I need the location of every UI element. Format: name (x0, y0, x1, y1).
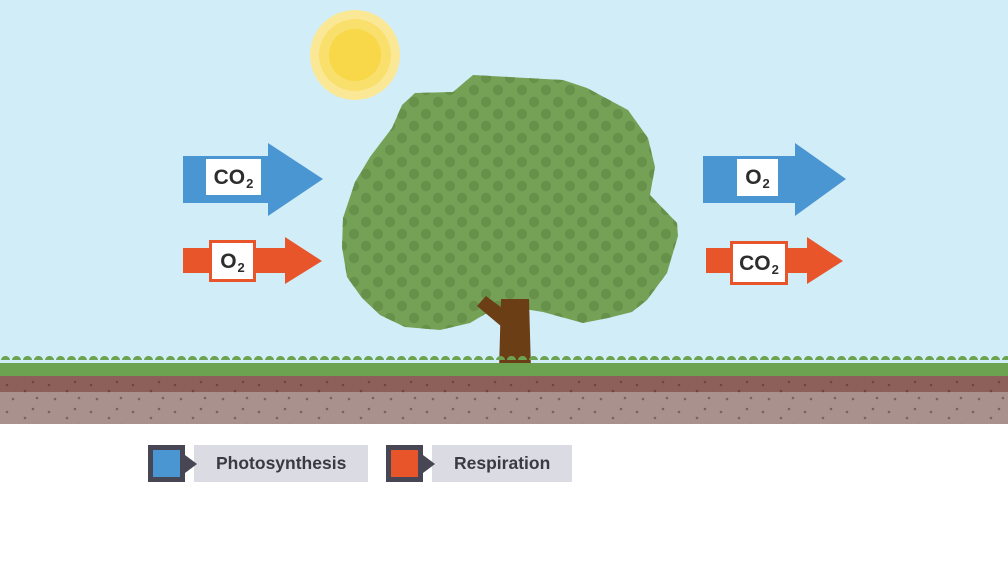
tree-canopy (342, 75, 678, 330)
photosynthesis-swatch-fill (153, 450, 180, 477)
legend-item-respiration: Respiration (386, 445, 573, 482)
legend-pointer-icon (185, 454, 197, 473)
gas-formula: CO (213, 165, 246, 189)
gas-formula: O (745, 166, 762, 189)
gas-formula-subscript: 2 (771, 261, 779, 277)
gas-formula: O (220, 249, 237, 273)
sun-icon (310, 10, 400, 100)
respiration-swatch-fill (391, 450, 418, 477)
legend-item-photosynthesis: Photosynthesis (148, 445, 369, 482)
photosynthesis-legend-label: Photosynthesis (194, 445, 369, 482)
legend-pointer-icon (423, 454, 435, 473)
gas-formula-subscript: 2 (237, 259, 245, 275)
scene-canvas (0, 0, 1008, 424)
tree-trunk (477, 296, 531, 370)
respiration-legend-label: Respiration (432, 445, 573, 482)
gas-formula-subscript: 2 (246, 175, 254, 191)
respiration-swatch (386, 445, 423, 482)
gas-formula: CO (739, 251, 771, 275)
soil-upper (0, 376, 1008, 392)
photosynthesis-swatch (148, 445, 185, 482)
grass-strip (0, 356, 1008, 376)
gas-formula-subscript: 2 (762, 176, 770, 191)
soil-lower (0, 392, 1008, 424)
